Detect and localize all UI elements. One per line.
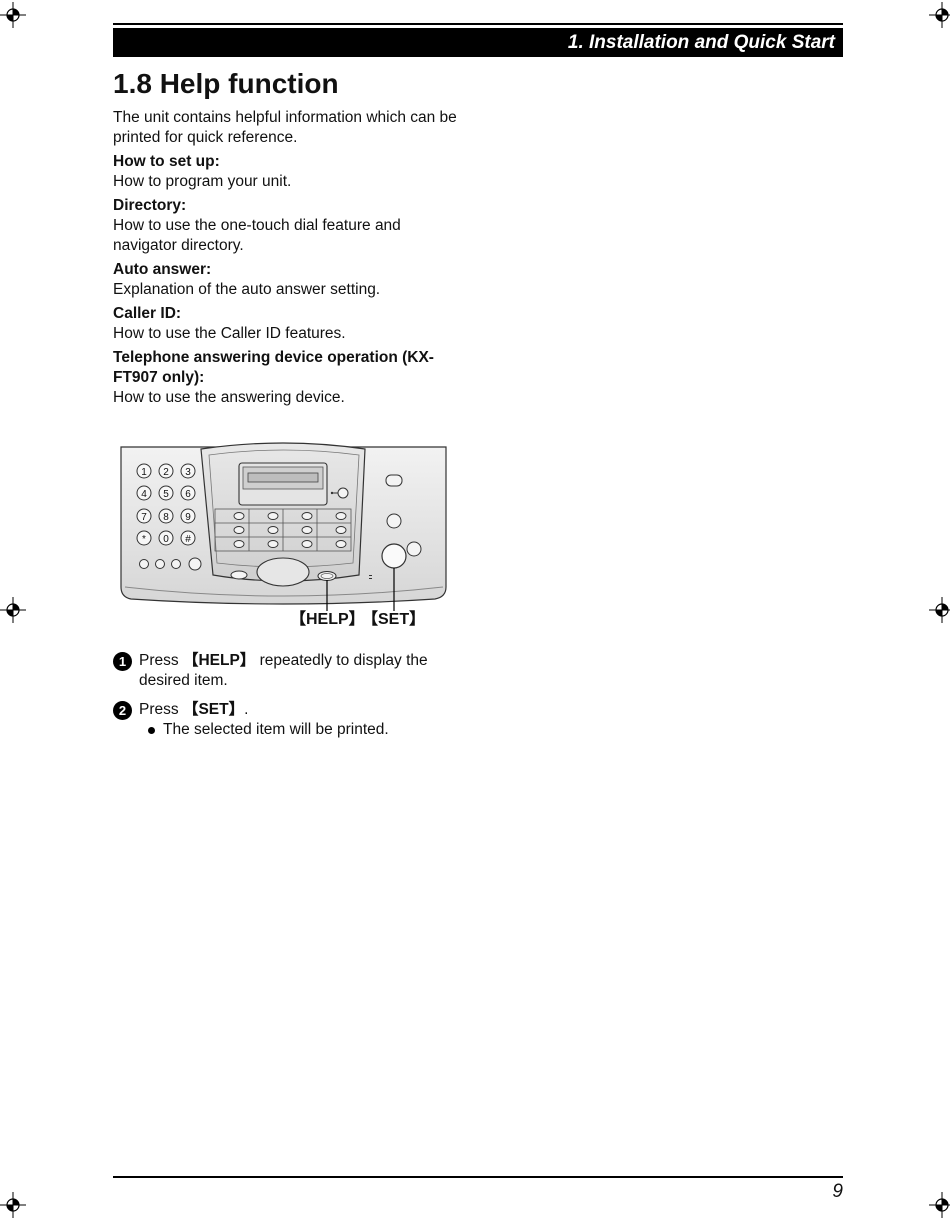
help-item-description: How to program your unit. (113, 173, 292, 190)
help-item: How to set up: How to program your unit. (113, 152, 458, 192)
keypad-key-label: 3 (185, 467, 191, 478)
step-text-prefix: Press (139, 701, 183, 718)
registration-mark-icon (0, 597, 26, 623)
help-button-callout: 【HELP】 (290, 611, 365, 628)
help-item-title: Auto answer: (113, 261, 212, 278)
page-number: 9 (832, 1181, 843, 1202)
keypad-key-label: 0 (163, 534, 169, 545)
bullet-text: The selected item will be printed. (163, 721, 389, 738)
step-text-suffix: . (244, 701, 249, 718)
step-text-prefix: Press (139, 652, 183, 669)
help-item: Caller ID: How to use the Caller ID feat… (113, 304, 458, 344)
keypad-key-label: 5 (163, 489, 169, 500)
help-item: Telephone answering device operation (KX… (113, 348, 458, 408)
keypad-key-label: 8 (163, 512, 169, 523)
control-panel-drawing: 1 2 3 4 5 6 7 8 9 * 0 # (120, 442, 447, 611)
header-rule (113, 23, 843, 25)
section-title: 1.8 Help function (113, 68, 339, 99)
keypad-key-label: 1 (141, 467, 147, 478)
keypad-key-label: 9 (185, 512, 191, 523)
help-item: Directory: How to use the one-touch dial… (113, 196, 458, 256)
keypad-key-label: * (142, 534, 146, 545)
step-item: 1 Press 【HELP】 repeatedly to display the… (113, 651, 458, 691)
step-bullet: The selected item will be printed. (139, 720, 458, 740)
help-item-description: How to use the Caller ID features. (113, 325, 346, 342)
fax-control-panel-illustration: 1 2 3 4 5 6 7 8 9 * 0 # (113, 437, 453, 637)
bullet-icon (148, 727, 155, 734)
help-item-title: Caller ID: (113, 305, 182, 322)
step-item: 2 Press 【SET】. The selected item will be… (113, 700, 458, 740)
keypad-key-label: # (185, 534, 191, 545)
registration-mark-icon (929, 597, 950, 623)
keypad-key-label: 7 (141, 512, 147, 523)
footer-rule (113, 1176, 843, 1178)
registration-mark-icon (0, 1192, 26, 1218)
step-number-badge: 2 (113, 701, 132, 720)
section-content: 1.8 Help function The unit contains help… (113, 66, 458, 412)
keypad-key-label: 4 (141, 489, 147, 500)
help-key-label: 【HELP】 (182, 652, 256, 669)
chapter-header: 1. Installation and Quick Start (113, 28, 843, 57)
keypad-key-label: 6 (185, 489, 191, 500)
help-item: Auto answer: Explanation of the auto ans… (113, 260, 458, 300)
help-item-description: How to use the one-touch dial feature an… (113, 217, 401, 254)
step-number-badge: 1 (113, 652, 132, 671)
set-key-label: 【SET】 (182, 701, 245, 718)
help-item-title: Telephone answering device operation (KX… (113, 349, 434, 386)
help-item-title: Directory: (113, 197, 187, 214)
help-item-title: How to set up: (113, 153, 220, 170)
registration-mark-icon (929, 1192, 950, 1218)
keypad-key-label: 2 (163, 467, 169, 478)
help-item-description: How to use the answering device. (113, 389, 345, 406)
step-text-suffix: repeatedly to display the desired item. (139, 652, 428, 689)
help-item-description: Explanation of the auto answer setting. (113, 281, 381, 298)
registration-mark-icon (929, 2, 950, 28)
instruction-steps: 1 Press 【HELP】 repeatedly to display the… (113, 651, 458, 749)
section-intro: The unit contains helpful information wh… (113, 109, 457, 146)
set-button-callout: 【SET】 (362, 611, 426, 628)
registration-mark-icon (0, 2, 26, 28)
